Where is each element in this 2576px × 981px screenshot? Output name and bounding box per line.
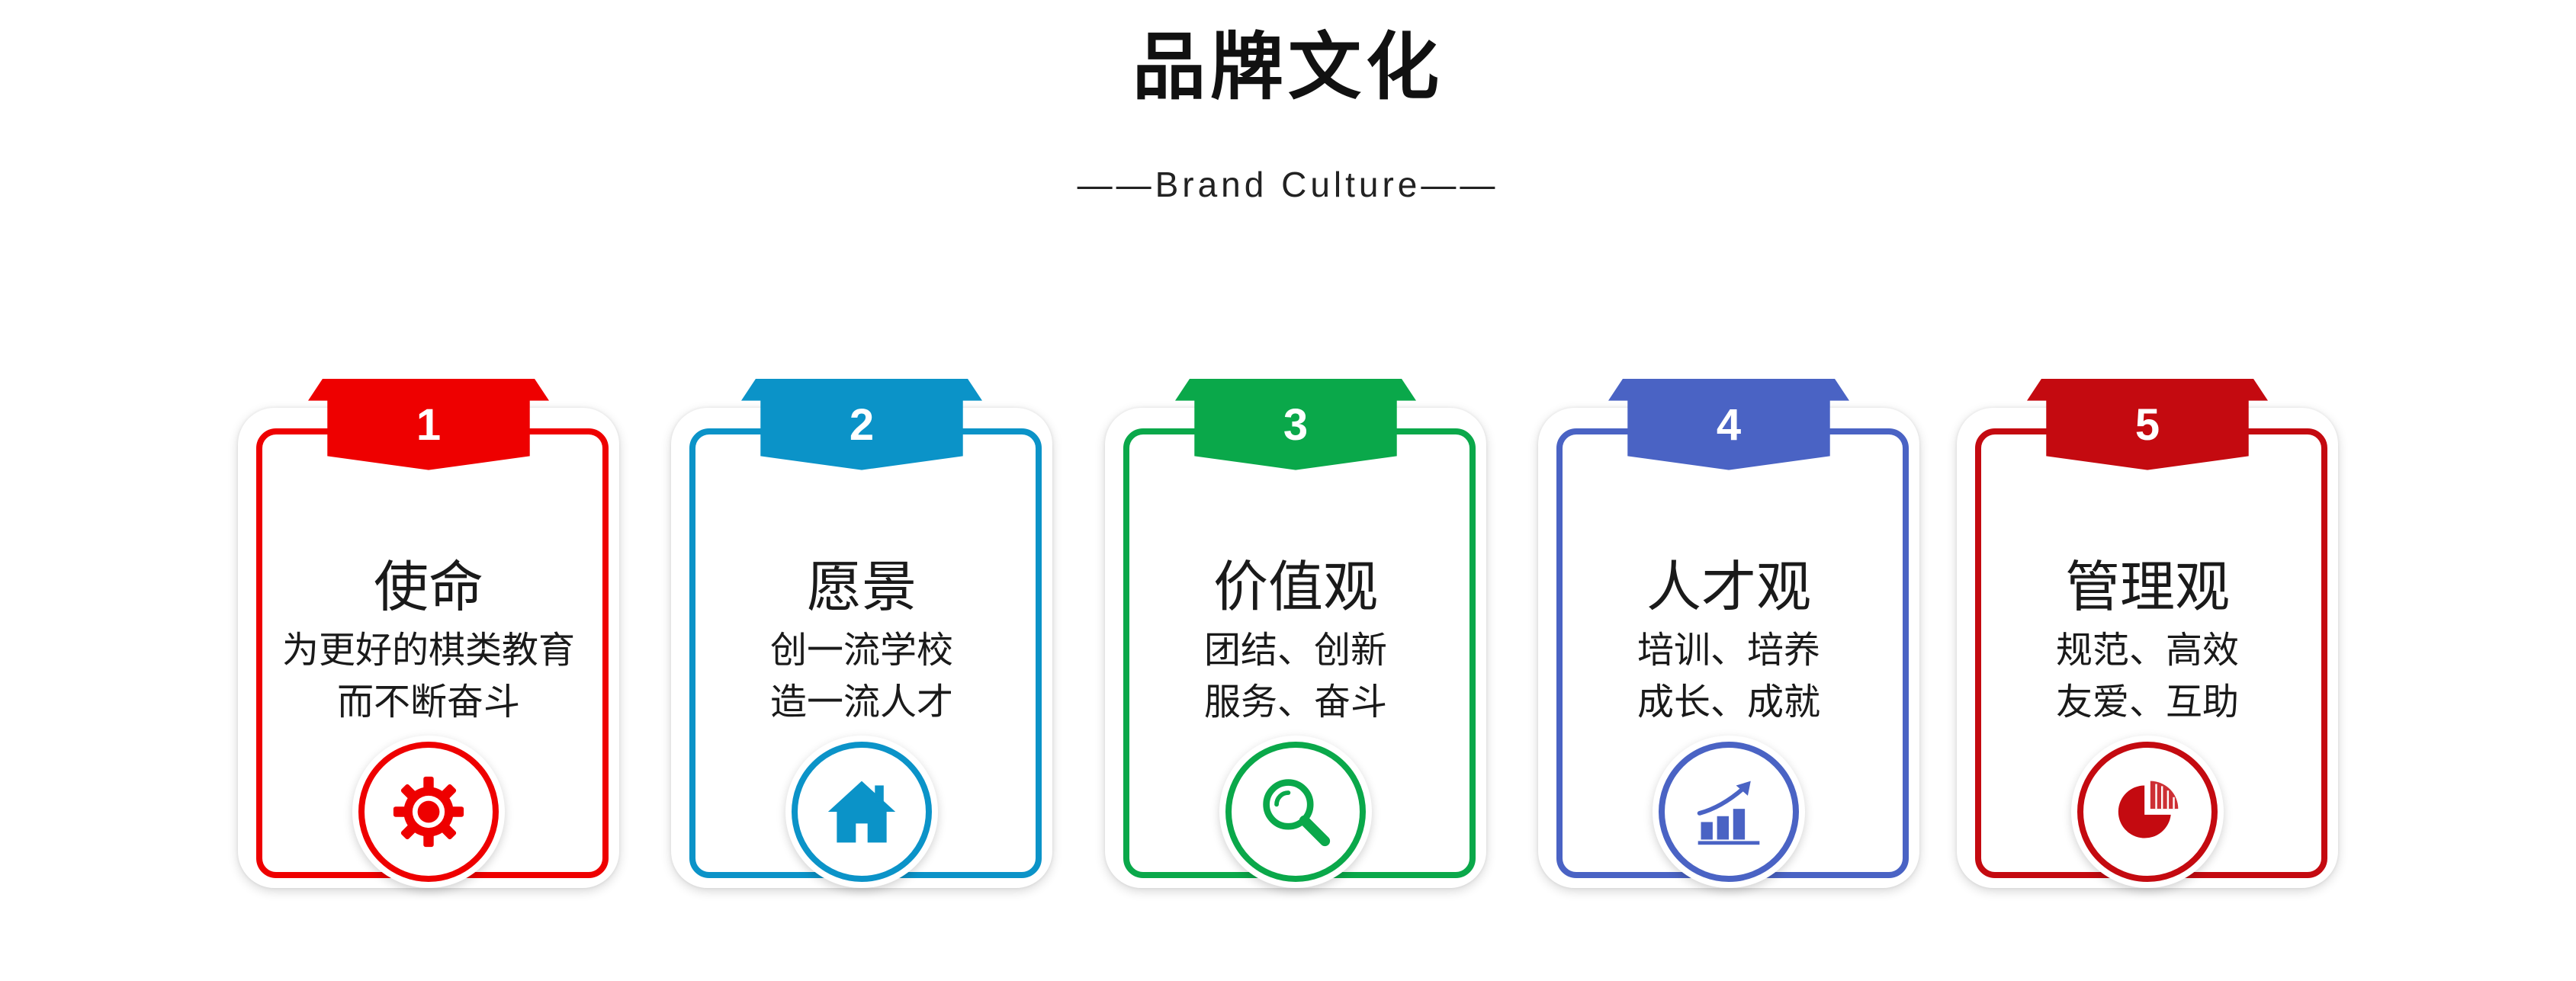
icon-badge: [1219, 736, 1372, 888]
icon-badge: [1653, 736, 1805, 888]
page-subtitle: ——Brand Culture——: [1077, 165, 1499, 204]
card-number-tab: [1608, 379, 1849, 470]
card-number: 4: [1716, 400, 1742, 450]
card-text-line-2: 而不断奋斗: [336, 681, 520, 723]
card-text-line-2: 服务、奋斗: [1203, 681, 1387, 723]
card-number: 1: [416, 400, 442, 450]
card-number-tab: [308, 379, 549, 470]
card-talent: 4 人才观 培训、培养 成长、成就: [1538, 379, 1919, 888]
card-text-line-2: 造一流人才: [769, 681, 953, 723]
card-management: 5 管理观 规范、高效 友爱、互助: [1957, 379, 2338, 888]
gear-icon: [393, 776, 464, 848]
card-number: 5: [2134, 400, 2160, 450]
magnifier-icon: [1263, 779, 1331, 847]
card-mission: 1 使命 为更好的棋类教育 而不断奋斗: [238, 379, 619, 888]
card-text-line-2: 友爱、互助: [2055, 681, 2239, 723]
card-number-tab: [1175, 379, 1416, 470]
card-text-line-1: 创一流学校: [769, 629, 953, 672]
card-number: 3: [1283, 400, 1309, 450]
icon-badge: [785, 736, 938, 888]
card-text-line-1: 规范、高效: [2055, 629, 2239, 672]
card-values: 3 价值观 团结、创新 服务、奋斗: [1105, 379, 1486, 888]
page-title: 品牌文化: [1132, 24, 1444, 110]
card-heading: 愿景: [806, 555, 917, 619]
card-text-line-2: 成长、成就: [1636, 681, 1820, 723]
home-icon: [827, 781, 896, 843]
card-text-line-1: 团结、创新: [1203, 629, 1387, 672]
card-number-tab: [741, 379, 982, 470]
card-heading: 使命: [373, 555, 483, 619]
card-text-line-1: 培训、培养: [1636, 629, 1820, 672]
growth-chart-icon: [1697, 781, 1760, 845]
card-heading: 人才观: [1646, 555, 1811, 619]
card-heading: 价值观: [1213, 555, 1378, 619]
icon-badge: [352, 736, 505, 888]
card-number: 2: [849, 400, 875, 450]
pie-chart-icon: [2118, 781, 2179, 838]
icon-badge: [2071, 736, 2224, 888]
card-vision: 2 愿景 创一流学校 造一流人才: [671, 379, 1052, 888]
card-text-line-1: 为更好的棋类教育: [281, 629, 575, 672]
card-heading: 管理观: [2064, 555, 2230, 619]
card-number-tab: [2027, 379, 2268, 470]
